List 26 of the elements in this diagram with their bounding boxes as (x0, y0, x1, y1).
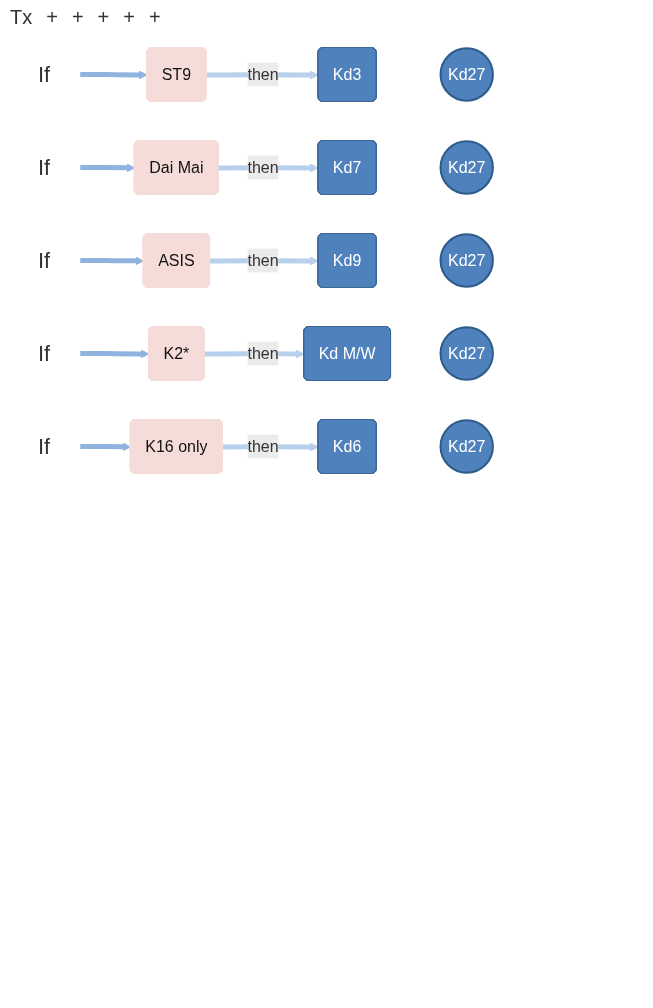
plus-sign: + (148, 6, 161, 29)
node-circle: Kd27 (439, 326, 494, 381)
arrow (80, 256, 145, 266)
plus-sign: + (123, 6, 135, 29)
node-text: If (38, 62, 51, 87)
arrow (80, 349, 150, 359)
edge-label: then (247, 437, 279, 455)
node-circle: Kd27 (439, 233, 494, 288)
node-text: If (38, 341, 51, 366)
node-text: If (38, 155, 51, 180)
plus-sign: + (46, 6, 58, 29)
edge-label: then (247, 251, 279, 269)
edge-label: then (247, 65, 279, 83)
node-text: If (38, 248, 51, 273)
arrow (80, 70, 148, 80)
plus-sign: + (71, 6, 84, 29)
node-circle: Kd27 (439, 47, 494, 102)
arrow (80, 442, 132, 452)
column-heading: Tx (10, 6, 33, 29)
arrow (80, 163, 136, 173)
node-text: If (38, 434, 51, 459)
plus-sign: + (97, 6, 110, 29)
node-circle: Kd27 (439, 419, 494, 474)
edge-label: then (247, 158, 279, 176)
node-circle: Kd27 (439, 140, 494, 195)
edge-label: then (247, 344, 279, 362)
